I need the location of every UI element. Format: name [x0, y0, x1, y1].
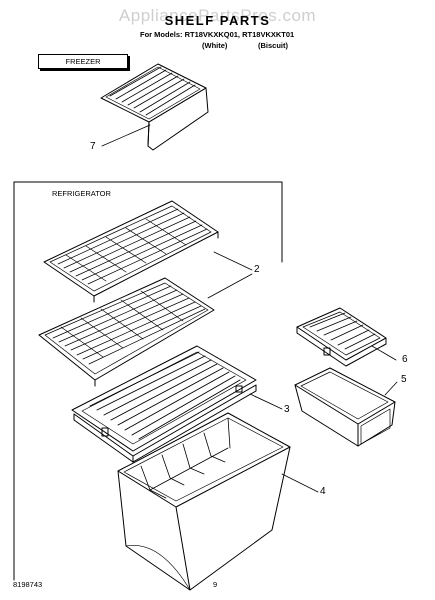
- part-number: 8198743: [13, 580, 43, 589]
- callout-4: 4: [320, 486, 326, 497]
- wire-shelf-upper: [43, 200, 219, 303]
- page-title: SHELF PARTS: [164, 13, 271, 28]
- models-line: For Models: RT18VKXKQ01, RT18VKXKT01: [140, 30, 295, 39]
- wire-shelf-lower: [38, 277, 215, 387]
- callout-7: 7: [90, 141, 96, 152]
- callout-5: 5: [401, 374, 407, 385]
- page-number: 9: [213, 580, 218, 589]
- meat-pan-cover: [296, 307, 387, 367]
- model-white-label: (White): [202, 41, 228, 50]
- refrigerator-section-label: REFRIGERATOR: [52, 189, 111, 198]
- freezer-section-label: FREEZER: [38, 54, 128, 69]
- callout-6: 6: [402, 354, 408, 365]
- callout-2: 2: [254, 264, 260, 275]
- model-biscuit-label: (Biscuit): [258, 41, 288, 50]
- callout-3: 3: [284, 404, 290, 415]
- meat-pan-drawer: [294, 367, 396, 447]
- watermark: AppliancePartsPros.com: [118, 6, 317, 25]
- freezer-wire-shelf: [100, 63, 209, 151]
- crisper-drawer: [117, 412, 291, 591]
- crisper-cover-shelf: [71, 345, 257, 463]
- callout-leaders: [101, 124, 398, 493]
- refrigerator-section-border: [13, 181, 283, 581]
